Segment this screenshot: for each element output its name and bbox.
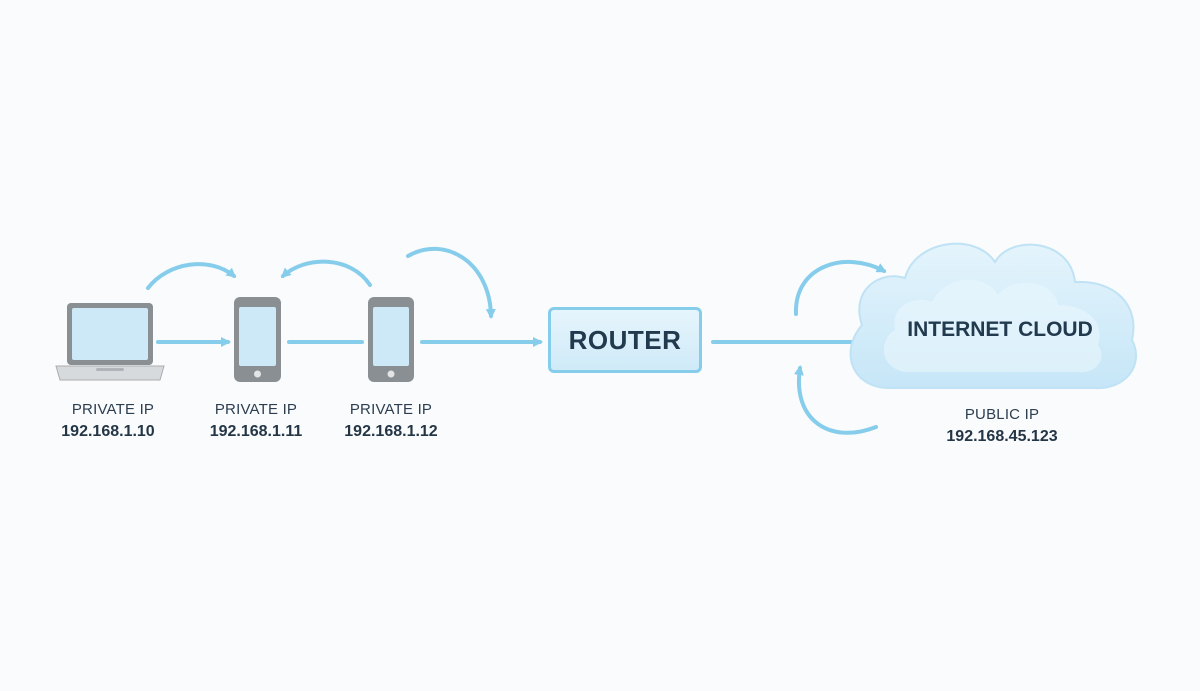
device-ip-phone-1: 192.168.1.11 — [209, 423, 303, 440]
cloud-label: INTERNET CLOUD — [907, 318, 1093, 341]
device-label-laptop: PRIVATE IP — [71, 401, 155, 418]
device-ip-phone-2: 192.168.1.12 — [344, 423, 438, 440]
smartphone-icon — [234, 297, 281, 382]
device-label-phone-1: PRIVATE IP — [214, 401, 298, 418]
device-ip-laptop: 192.168.1.10 — [61, 423, 155, 440]
curved-arrow-cloud-upper — [793, 259, 887, 316]
smartphone-icon — [368, 297, 414, 382]
curved-arrow-laptop-phone1 — [146, 262, 237, 290]
curved-arrow-phone2-router — [406, 246, 496, 319]
cloud-icon — [849, 242, 1138, 390]
public-ip-label: PUBLIC IP — [964, 406, 1040, 423]
curved-arrow-cloud-lower — [793, 365, 878, 435]
router-node: ROUTER — [548, 307, 702, 373]
curved-arrow-phone2-phone1 — [280, 259, 372, 287]
public-ip-value: 192.168.45.123 — [946, 428, 1058, 445]
laptop-icon — [55, 303, 165, 381]
device-label-phone-2: PRIVATE IP — [349, 401, 433, 418]
